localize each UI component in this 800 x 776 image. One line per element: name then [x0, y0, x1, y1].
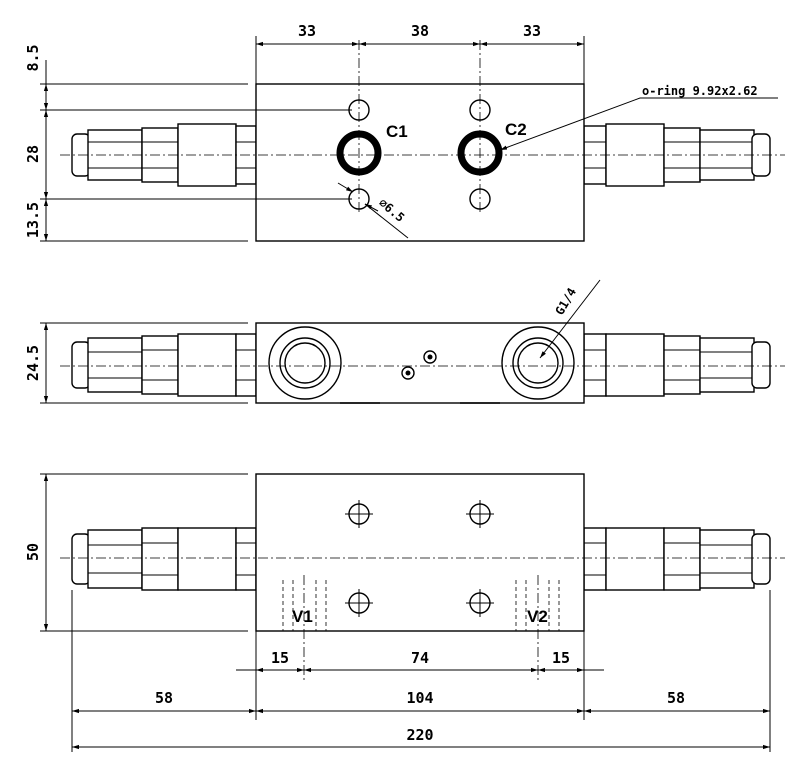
port-v1-side: [268, 326, 342, 400]
port-label-c2: C2: [505, 120, 527, 139]
side-view: G1/4 24.5: [24, 279, 785, 404]
dim-overall: 220: [406, 726, 433, 744]
mount-hole: [469, 188, 491, 210]
dim-bottom-height: 50: [24, 543, 42, 561]
right-cartridge-bottom: [583, 527, 771, 591]
dim-left-2: 28: [24, 145, 42, 163]
oring-c2: [457, 130, 503, 176]
left-cartridge-side: [71, 333, 257, 397]
top-view: C1 C2 o-ring 9.92x2.62 ⌀6.5 33 38 33 8.5…: [24, 22, 785, 242]
dim-top-3: 33: [523, 22, 541, 40]
dim-spacing-3: 15: [552, 649, 570, 667]
dim-spacing-2: 74: [411, 649, 429, 667]
oring-c1: [336, 130, 382, 176]
right-cartridge-side: [583, 333, 771, 397]
oring-annotation: o-ring 9.92x2.62: [642, 84, 758, 98]
bottom-view: V1 V2 50 15 74 15 58 104 58 220: [24, 473, 785, 752]
mount-holes-bottom: [345, 500, 494, 617]
dim-left-1: 8.5: [24, 44, 42, 71]
port-v2-side: [501, 326, 575, 400]
block-top: [255, 83, 585, 242]
port-label-c1: C1: [386, 122, 408, 141]
dim-middle-height: 24.5: [24, 345, 42, 381]
dim-length-1: 58: [155, 689, 173, 707]
port-label-v1: V1: [292, 607, 313, 626]
dim-length-3: 58: [667, 689, 685, 707]
block-side: [255, 322, 585, 404]
dim-spacing-1: 15: [271, 649, 289, 667]
port-label-v2: V2: [527, 607, 548, 626]
dim-left-3: 13.5: [24, 202, 42, 238]
left-cartridge-bottom: [71, 527, 257, 591]
mount-hole: [469, 99, 491, 121]
dim-top-2: 38: [411, 22, 429, 40]
block-bottom: [255, 473, 585, 632]
dim-length-2: 104: [406, 689, 433, 707]
dim-top-1: 33: [298, 22, 316, 40]
